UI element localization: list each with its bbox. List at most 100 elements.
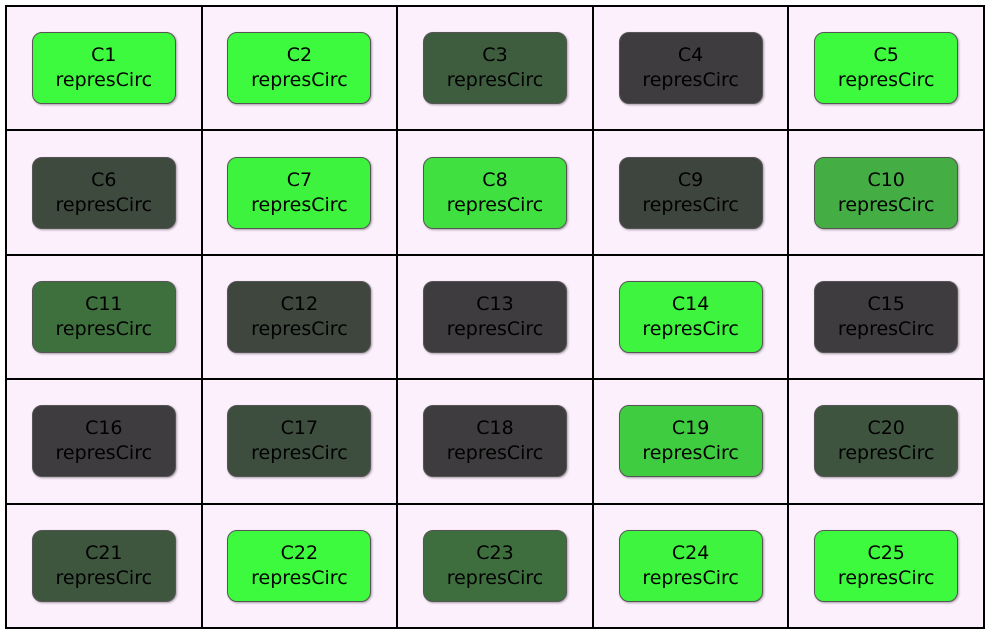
node-id: C24 [671, 541, 710, 564]
node-id: C17 [280, 417, 319, 440]
node-type: represCirc [642, 317, 739, 340]
node-type: represCirc [55, 69, 153, 92]
node-type: represCirc [55, 317, 153, 340]
node-id: C2 [286, 44, 313, 67]
node-type: represCirc [642, 193, 739, 216]
node-type: represCirc [251, 566, 348, 589]
node-id: C22 [280, 541, 319, 564]
node-type: represCirc [446, 317, 544, 340]
node-id: C6 [91, 168, 117, 191]
node-id: C8 [482, 168, 508, 191]
node-id: C19 [671, 417, 710, 440]
node-type: represCirc [251, 193, 348, 216]
node-id: C11 [85, 292, 123, 315]
node-type: represCirc [55, 193, 153, 216]
node-type: represCirc [446, 193, 544, 216]
node-id: C13 [476, 292, 514, 315]
node-type: represCirc [251, 442, 348, 465]
node-id: C4 [677, 44, 704, 67]
node-id: C25 [867, 541, 905, 564]
node-type: represCirc [837, 317, 935, 340]
node-id: C12 [280, 292, 319, 315]
node-id: C10 [867, 168, 905, 191]
node-id: C18 [476, 417, 514, 440]
node-id: C21 [85, 541, 123, 564]
node-type: represCirc [642, 69, 739, 92]
node-id: C23 [476, 541, 514, 564]
node-type: represCirc [251, 317, 348, 340]
node-type: represCirc [446, 566, 544, 589]
node-type: represCirc [837, 566, 935, 589]
node-type: represCirc [642, 566, 739, 589]
node-id: C7 [286, 168, 313, 191]
node-type: represCirc [446, 442, 544, 465]
node-type: represCirc [55, 566, 153, 589]
node-id: C1 [91, 44, 117, 67]
node-type: represCirc [446, 69, 544, 92]
node-type: represCirc [55, 442, 153, 465]
node-type: represCirc [642, 442, 739, 465]
node-type: represCirc [837, 69, 935, 92]
node-type: represCirc [837, 442, 935, 465]
node-id: C16 [85, 417, 123, 440]
node-id: C20 [867, 417, 905, 440]
node-id: C9 [677, 168, 704, 191]
node-id: C14 [671, 292, 710, 315]
node-id: C3 [482, 44, 508, 67]
node-id: C5 [873, 44, 899, 67]
node-type: represCirc [251, 69, 348, 92]
node-id: C15 [867, 292, 905, 315]
